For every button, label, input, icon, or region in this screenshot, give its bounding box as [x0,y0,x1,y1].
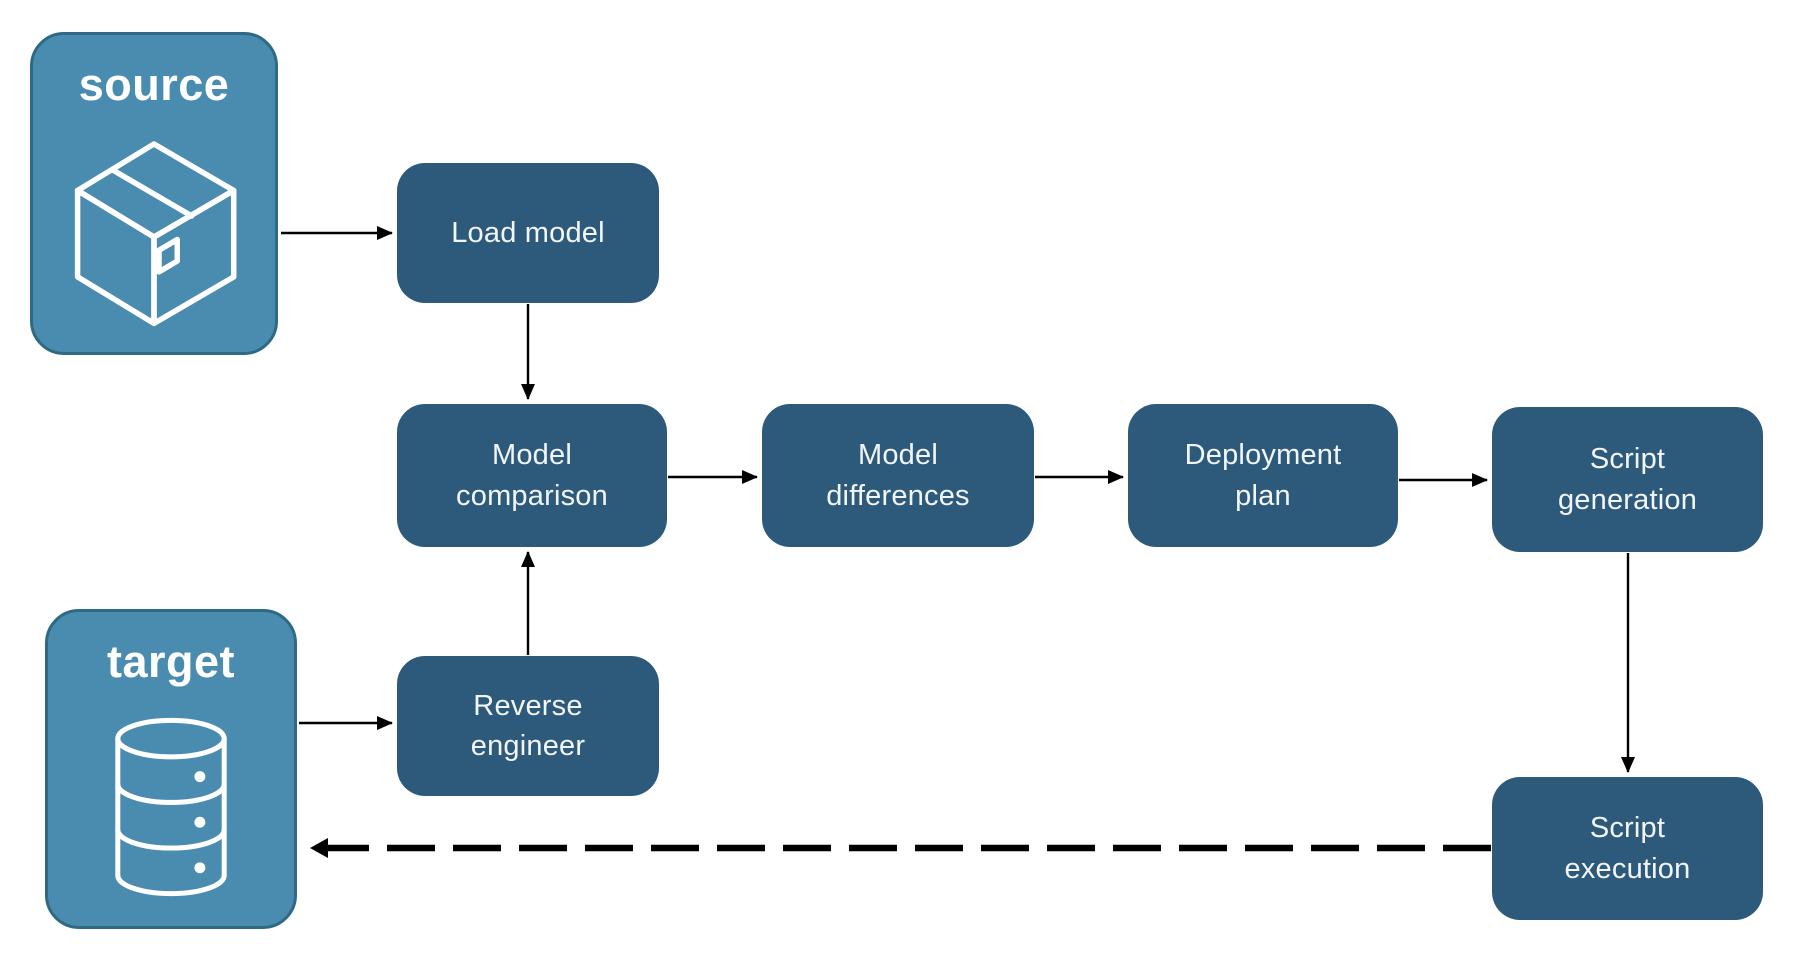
endpoint-source-label: source [78,59,230,110]
node-reverse-engineer: Reverse engineer [397,656,659,796]
package-icon [74,140,237,326]
node-deployment-plan: Deployment plan [1128,404,1398,547]
node-load-model: Load model [397,163,659,303]
package-icon-wrap [65,111,243,352]
endpoint-target-label: target [106,636,236,687]
node-label: Model differences [826,439,970,512]
database-icon [115,717,227,897]
node-label: Model comparison [456,439,608,512]
node-model-differences: Model differences [762,404,1034,547]
node-label: Reverse engineer [470,689,586,762]
endpoint-target: target [45,609,297,929]
node-label: Script execution [1564,812,1691,885]
database-icon-wrap [95,688,247,926]
node-script-generation: Script generation [1492,407,1763,552]
node-label: Load model [451,216,605,249]
node-label: Deployment plan [1184,439,1342,512]
node-label: Script generation [1557,443,1698,516]
endpoint-source: source [30,32,278,355]
node-script-execution: Script execution [1492,777,1763,920]
node-model-comparison: Model comparison [397,404,667,547]
